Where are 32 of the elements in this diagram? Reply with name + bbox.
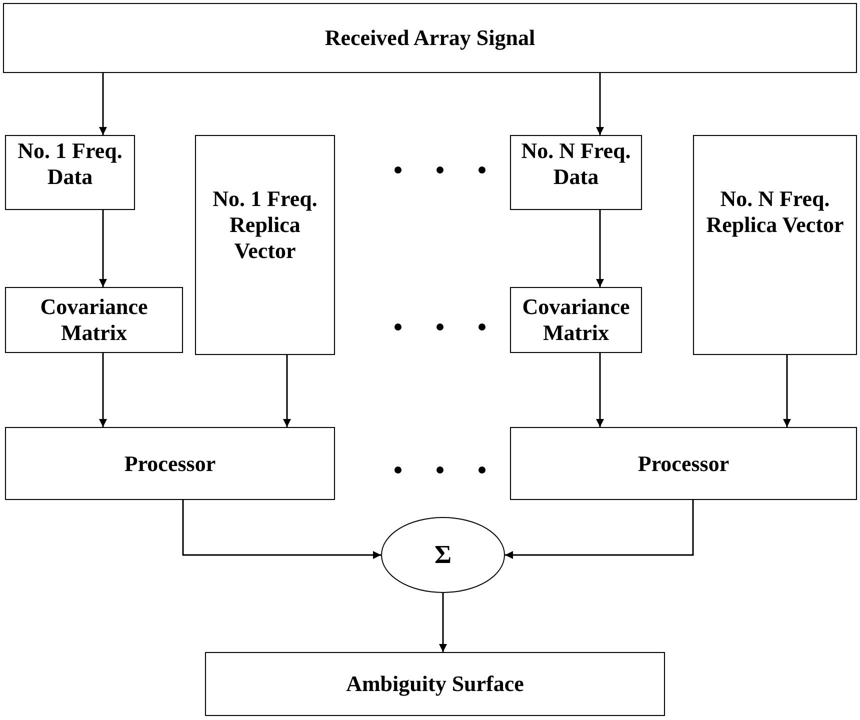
arrow [283,355,291,427]
box-label: No. 1 Freq. Data [16,137,124,191]
box-label: Covariance Matrix [39,294,149,346]
process-box [3,3,857,73]
box-label: Covariance Matrix [521,294,631,346]
box-label: No. 1 Freq. Replica Vector [212,186,318,264]
process-box [5,287,183,353]
arrow [596,210,604,287]
process-box [510,135,642,210]
process-box [205,652,665,716]
box-label: No. N Freq. Data [520,137,632,191]
arrow [182,500,381,559]
arrow [596,353,604,427]
box-label: Ambiguity Surface [345,671,525,697]
box-label: No. N Freq. Replica Vector [705,186,845,238]
arrow [99,73,107,135]
process-box [195,135,335,355]
arrow [505,500,694,559]
box-label: Processor [636,450,730,476]
arrow [99,210,107,287]
box-label: Processor [123,450,217,476]
arrow [596,73,604,135]
process-box [510,427,857,500]
process-box [5,427,335,500]
sigma-symbol: Σ [434,540,452,570]
arrow [99,353,107,427]
arrow [783,355,791,427]
process-box [510,287,642,353]
process-box [5,135,135,210]
arrow [439,593,447,652]
box-label: Received Array Signal [324,25,536,51]
process-box [693,135,857,355]
